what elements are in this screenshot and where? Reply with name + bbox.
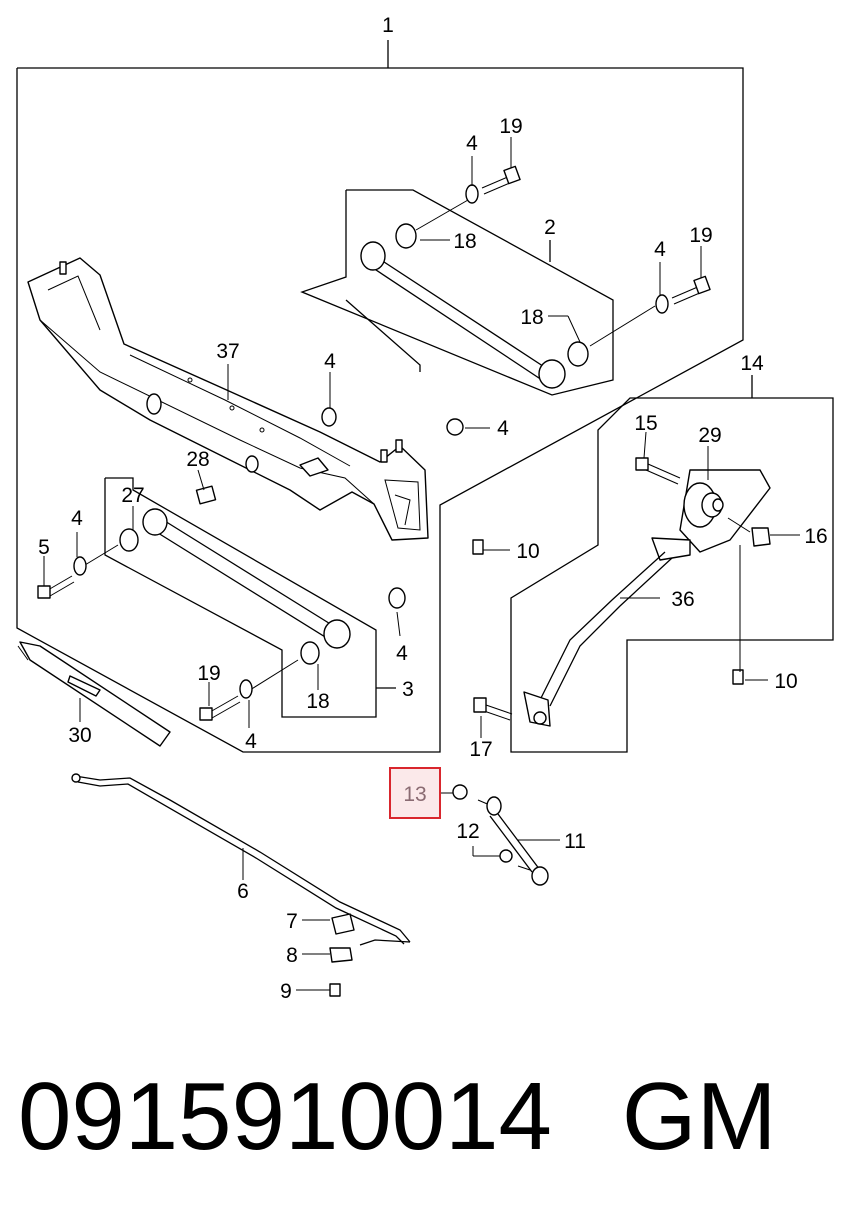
callout-11: 11 — [564, 830, 586, 853]
callout-4: 4 — [245, 730, 257, 753]
callout-12: 12 — [456, 820, 479, 843]
callout-4: 4 — [497, 417, 509, 440]
callout-4: 4 — [396, 642, 408, 665]
trailing-link-assembly — [523, 469, 771, 727]
stabilizer-link — [452, 784, 549, 886]
callout-28: 28 — [186, 448, 209, 471]
callout-18: 18 — [306, 690, 329, 713]
callout-4: 4 — [324, 350, 336, 373]
callout-4: 4 — [466, 132, 478, 155]
callout-10: 10 — [516, 540, 539, 563]
callout-17: 17 — [469, 738, 492, 761]
callout-19: 19 — [689, 224, 712, 247]
callout-labels: 1 2 3 4 4 4 4 4 4 4 5 6 7 8 9 10 10 11 1… — [38, 14, 828, 1003]
brand-name: GM — [621, 1063, 777, 1170]
leader-lines — [43, 137, 800, 991]
callout-7: 7 — [286, 910, 298, 933]
upper-control-arm — [360, 199, 656, 389]
callout-9: 9 — [280, 980, 292, 1003]
group-2-outline — [300, 189, 614, 396]
callout-19: 19 — [499, 115, 522, 138]
highlight-box-part-13 — [389, 767, 441, 819]
callout-19: 19 — [197, 662, 220, 685]
callout-4: 4 — [71, 507, 83, 530]
callout-2: 2 — [544, 216, 556, 239]
callout-36: 36 — [671, 588, 694, 611]
lower-control-arm — [79, 508, 351, 691]
callout-27: 27 — [121, 484, 144, 507]
callout-6: 6 — [237, 880, 249, 903]
group-1-outline — [16, 40, 744, 753]
callout-16: 16 — [804, 525, 827, 548]
callout-29: 29 — [698, 424, 721, 447]
callout-18: 18 — [520, 306, 543, 329]
callout-8: 8 — [286, 944, 298, 967]
group-14-outline — [510, 375, 834, 753]
footer-caption: 0915910014 GM — [18, 1062, 838, 1172]
callout-14: 14 — [740, 352, 764, 375]
callout-18: 18 — [453, 230, 476, 253]
callout-10: 10 — [774, 670, 797, 693]
callout-15: 15 — [634, 412, 657, 435]
callout-13: 13 — [403, 783, 426, 806]
callout-37: 37 — [216, 340, 239, 363]
callout-30: 30 — [68, 724, 91, 747]
stabilizer-bar — [71, 773, 411, 997]
callout-5: 5 — [38, 536, 50, 559]
callout-1: 1 — [382, 14, 394, 37]
washers — [73, 184, 669, 699]
part-30-bar — [17, 641, 171, 747]
group-3-outline — [104, 477, 396, 718]
bolts — [37, 165, 744, 721]
callout-4: 4 — [654, 238, 666, 261]
part-number: 0915910014 — [18, 1063, 552, 1170]
callout-3: 3 — [402, 678, 414, 701]
